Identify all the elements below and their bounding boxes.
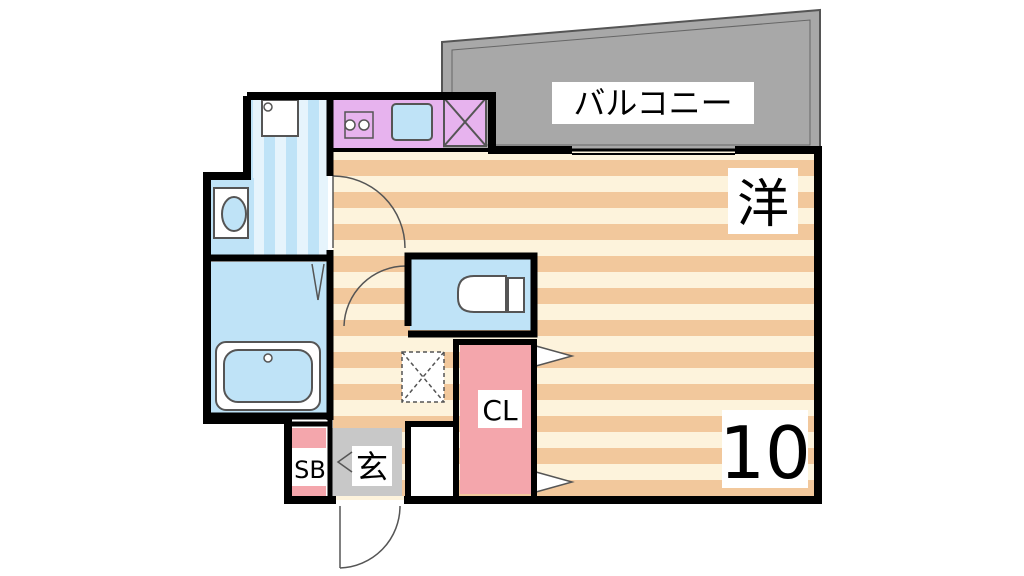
closet: CL <box>460 344 575 494</box>
entrance: SB 玄 <box>290 426 458 496</box>
walls <box>203 92 822 504</box>
room-labels: 洋 10 <box>719 168 811 495</box>
balcony: バルコニー <box>441 8 821 151</box>
room-size-label-box <box>722 410 808 488</box>
shoe-box-label: SB <box>294 456 326 484</box>
front-door-swing <box>339 505 401 569</box>
western-room-label-box <box>728 168 798 234</box>
balcony-label-box <box>552 82 754 124</box>
toilet-tank <box>507 277 525 313</box>
entrance-label: 玄 <box>356 448 388 486</box>
bathroom-area <box>210 96 328 414</box>
toilet-room <box>410 258 532 330</box>
western-room-label: 洋 <box>737 175 789 235</box>
kitchen <box>333 96 487 148</box>
closet-label-box <box>478 390 522 428</box>
kitchen-sink <box>391 103 433 141</box>
entry-cabinet <box>410 426 458 496</box>
room-size-label: 10 <box>719 411 811 495</box>
balcony-label: バルコニー <box>573 84 732 122</box>
entrance-label-box <box>352 446 392 486</box>
shoe-box-label-box <box>290 448 330 486</box>
storage-box <box>401 351 445 403</box>
closet-label: CL <box>482 394 518 427</box>
